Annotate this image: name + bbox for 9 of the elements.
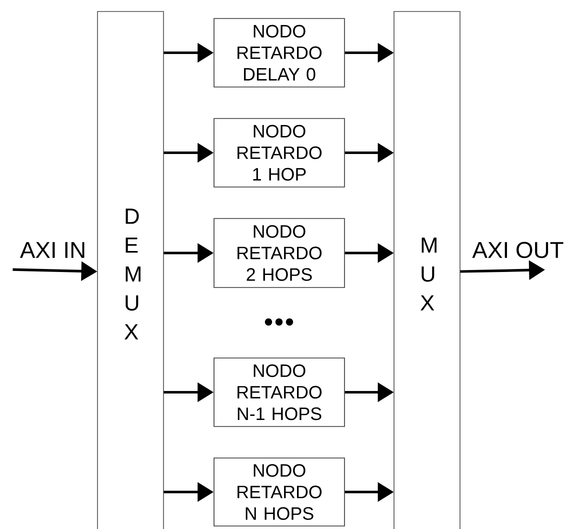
signal-label: AXI OUT <box>472 242 564 258</box>
delay-node-box: NODO RETARDO N HOPS <box>214 458 345 526</box>
delay-node-box: NODO RETARDO 1 HOP <box>214 118 345 188</box>
multiplexer-block: D E M U X <box>97 11 164 529</box>
delay-node-box: NODO RETARDO DELAY 0 <box>214 18 345 88</box>
delay-node-box: NODO RETARDO N-1 HOPS <box>214 358 345 427</box>
delay-node-box: NODO RETARDO 2 HOPS <box>214 218 345 288</box>
multiplexer-block: M U X <box>394 11 460 529</box>
signal-label: AXI IN <box>20 242 84 258</box>
